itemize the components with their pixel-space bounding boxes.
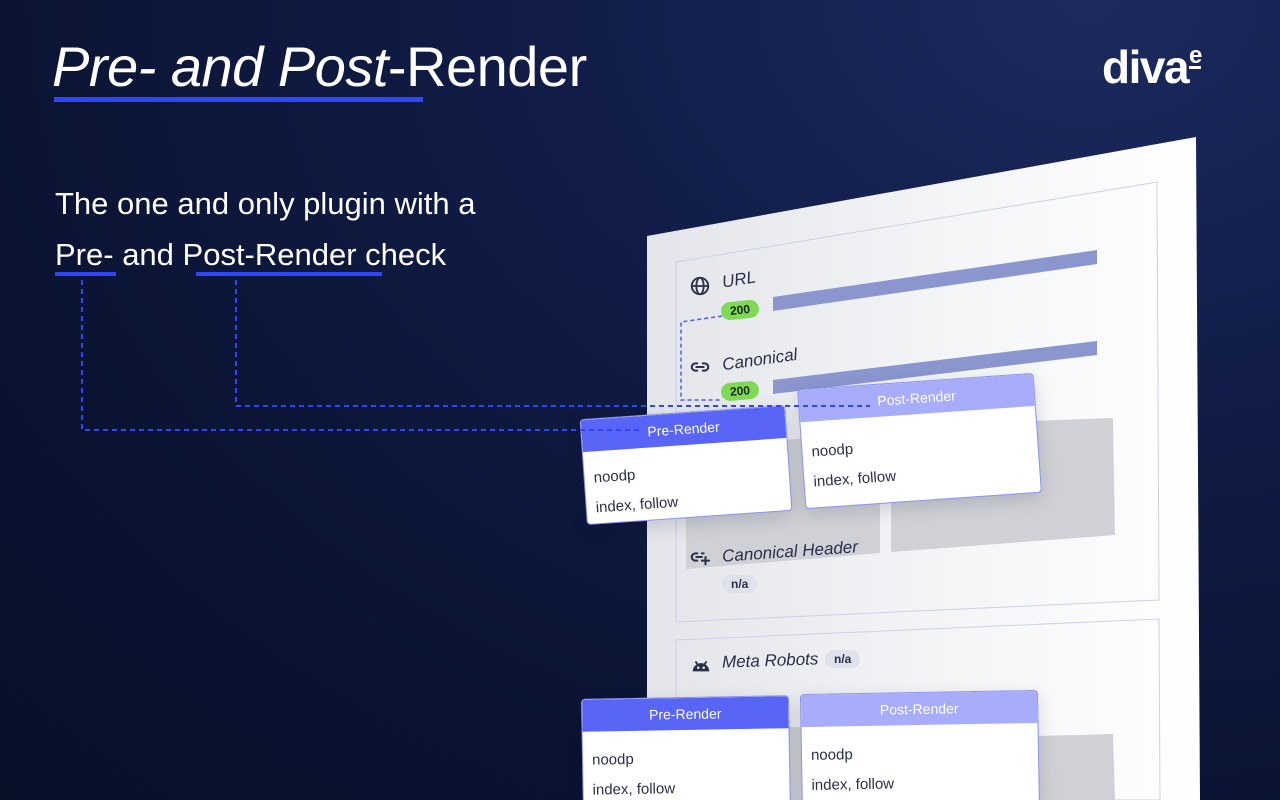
pre-render-card-bottom: Pre-Render noodp index, follow	[580, 695, 792, 800]
post-render-card-bottom: Post-Render noodp index, follow	[799, 689, 1041, 800]
title-underline	[54, 97, 423, 102]
subtitle-pre: Pre-	[55, 237, 114, 272]
link-plus-icon	[690, 552, 711, 566]
title-rest: -Render	[387, 35, 587, 98]
post-render-value-1-bottom: noodp	[810, 746, 853, 764]
link-icon	[690, 362, 710, 372]
meta-robots-label: Meta Robots	[721, 649, 819, 672]
robot-icon	[692, 660, 710, 672]
page-title: Pre- and Post-Render	[52, 34, 587, 100]
title-emphasis: Pre- and Post	[52, 35, 388, 98]
canonical-header-status-badge: n/a	[722, 575, 758, 593]
globe-icon	[690, 276, 710, 296]
subtitle: The one and only plugin with a Pre- and …	[55, 178, 476, 280]
post-render-value-2-bottom: index, follow	[811, 775, 895, 794]
post-render-card-top: Post-Render noodp index, follow	[797, 372, 1042, 510]
subtitle-and: and	[113, 237, 183, 272]
pre-underline	[55, 272, 116, 276]
pre-render-value-2-bottom: index, follow	[592, 780, 676, 799]
meta-robots-status-badge: n/a	[825, 650, 861, 668]
post-underline	[196, 272, 382, 276]
subtitle-post: Post-Render	[182, 237, 357, 272]
logo-text: diva	[1102, 41, 1190, 93]
logo-superscript: e	[1189, 42, 1202, 69]
post-render-card-title-bottom: Post-Render	[800, 690, 1038, 728]
brand-logo: divae	[1102, 40, 1202, 94]
subtitle-line-1: The one and only plugin with a	[55, 186, 476, 221]
subtitle-line-2: Pre- and Post-Render check	[55, 229, 476, 280]
pre-render-card-top: Pre-Render noodp index, follow	[579, 404, 793, 526]
pre-render-value-1-bottom: noodp	[591, 750, 634, 769]
subtitle-check: check	[356, 237, 447, 272]
pre-render-card-title-bottom: Pre-Render	[581, 696, 789, 732]
